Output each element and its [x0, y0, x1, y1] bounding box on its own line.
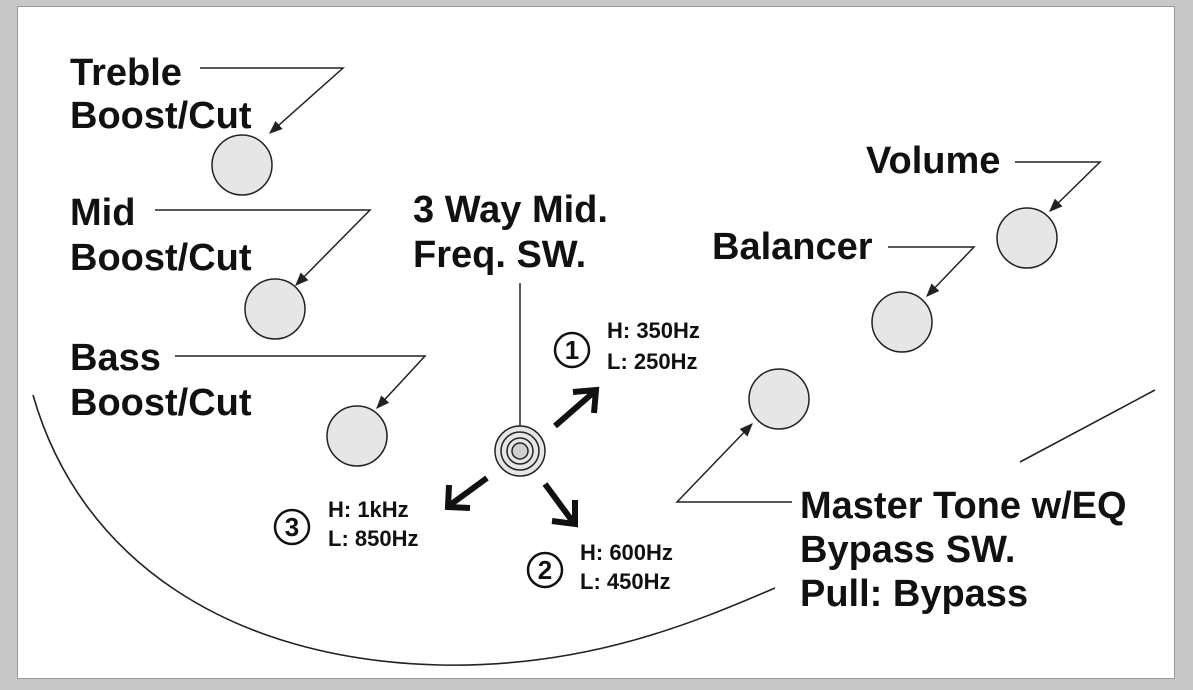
position-3-indicator: 3 — [273, 508, 311, 546]
bass-label-sub: Boost/Cut — [70, 382, 252, 424]
volume-leader — [1015, 161, 1102, 212]
balancer-leader — [888, 246, 976, 297]
switch-label-sub: Freq. SW. — [413, 234, 586, 276]
master-tone-label-pull: Pull: Bypass — [800, 573, 1028, 615]
position-2-indicator: 2 — [526, 551, 564, 589]
mid-label: Mid — [70, 192, 135, 234]
position-2-low: L: 450Hz — [580, 569, 670, 594]
body-edge-line — [1019, 389, 1156, 463]
bass-knob[interactable] — [326, 405, 388, 467]
master-tone-label-sub: Bypass SW. — [800, 529, 1015, 571]
svg-text:3: 3 — [285, 512, 299, 542]
switch-label: 3 Way Mid. — [413, 189, 608, 231]
position-1-low: L: 250Hz — [607, 349, 697, 374]
treble-leader — [200, 67, 345, 134]
diagram-panel — [17, 6, 1175, 679]
balancer-knob[interactable] — [871, 291, 933, 353]
mid-freq-switch[interactable] — [494, 425, 546, 477]
svg-text:1: 1 — [565, 335, 579, 365]
treble-label-sub: Boost/Cut — [70, 95, 252, 137]
position-1-high: H: 350Hz — [607, 318, 700, 343]
position-1-indicator: 1 — [553, 331, 591, 369]
master-tone-leader — [675, 423, 792, 503]
mid-knob[interactable] — [244, 278, 306, 340]
volume-label: Volume — [866, 140, 1000, 182]
position-1-arrow — [553, 386, 600, 429]
bass-label: Bass — [70, 337, 161, 379]
balancer-label: Balancer — [712, 226, 873, 268]
position-2-arrow — [542, 482, 578, 528]
mid-leader — [155, 209, 372, 286]
position-3-high: H: 1kHz — [328, 497, 409, 522]
bass-leader — [175, 355, 427, 409]
treble-label: Treble — [70, 52, 182, 94]
master-tone-label: Master Tone w/EQ — [800, 485, 1127, 527]
treble-knob[interactable] — [211, 134, 273, 196]
position-3-low: L: 850Hz — [328, 526, 418, 551]
position-3-arrow — [444, 475, 489, 511]
mid-label-sub: Boost/Cut — [70, 237, 252, 279]
master-tone-knob[interactable] — [748, 368, 810, 430]
position-2-high: H: 600Hz — [580, 540, 673, 565]
body-outline-curve — [32, 394, 776, 666]
svg-text:2: 2 — [538, 555, 552, 585]
volume-knob[interactable] — [996, 207, 1058, 269]
